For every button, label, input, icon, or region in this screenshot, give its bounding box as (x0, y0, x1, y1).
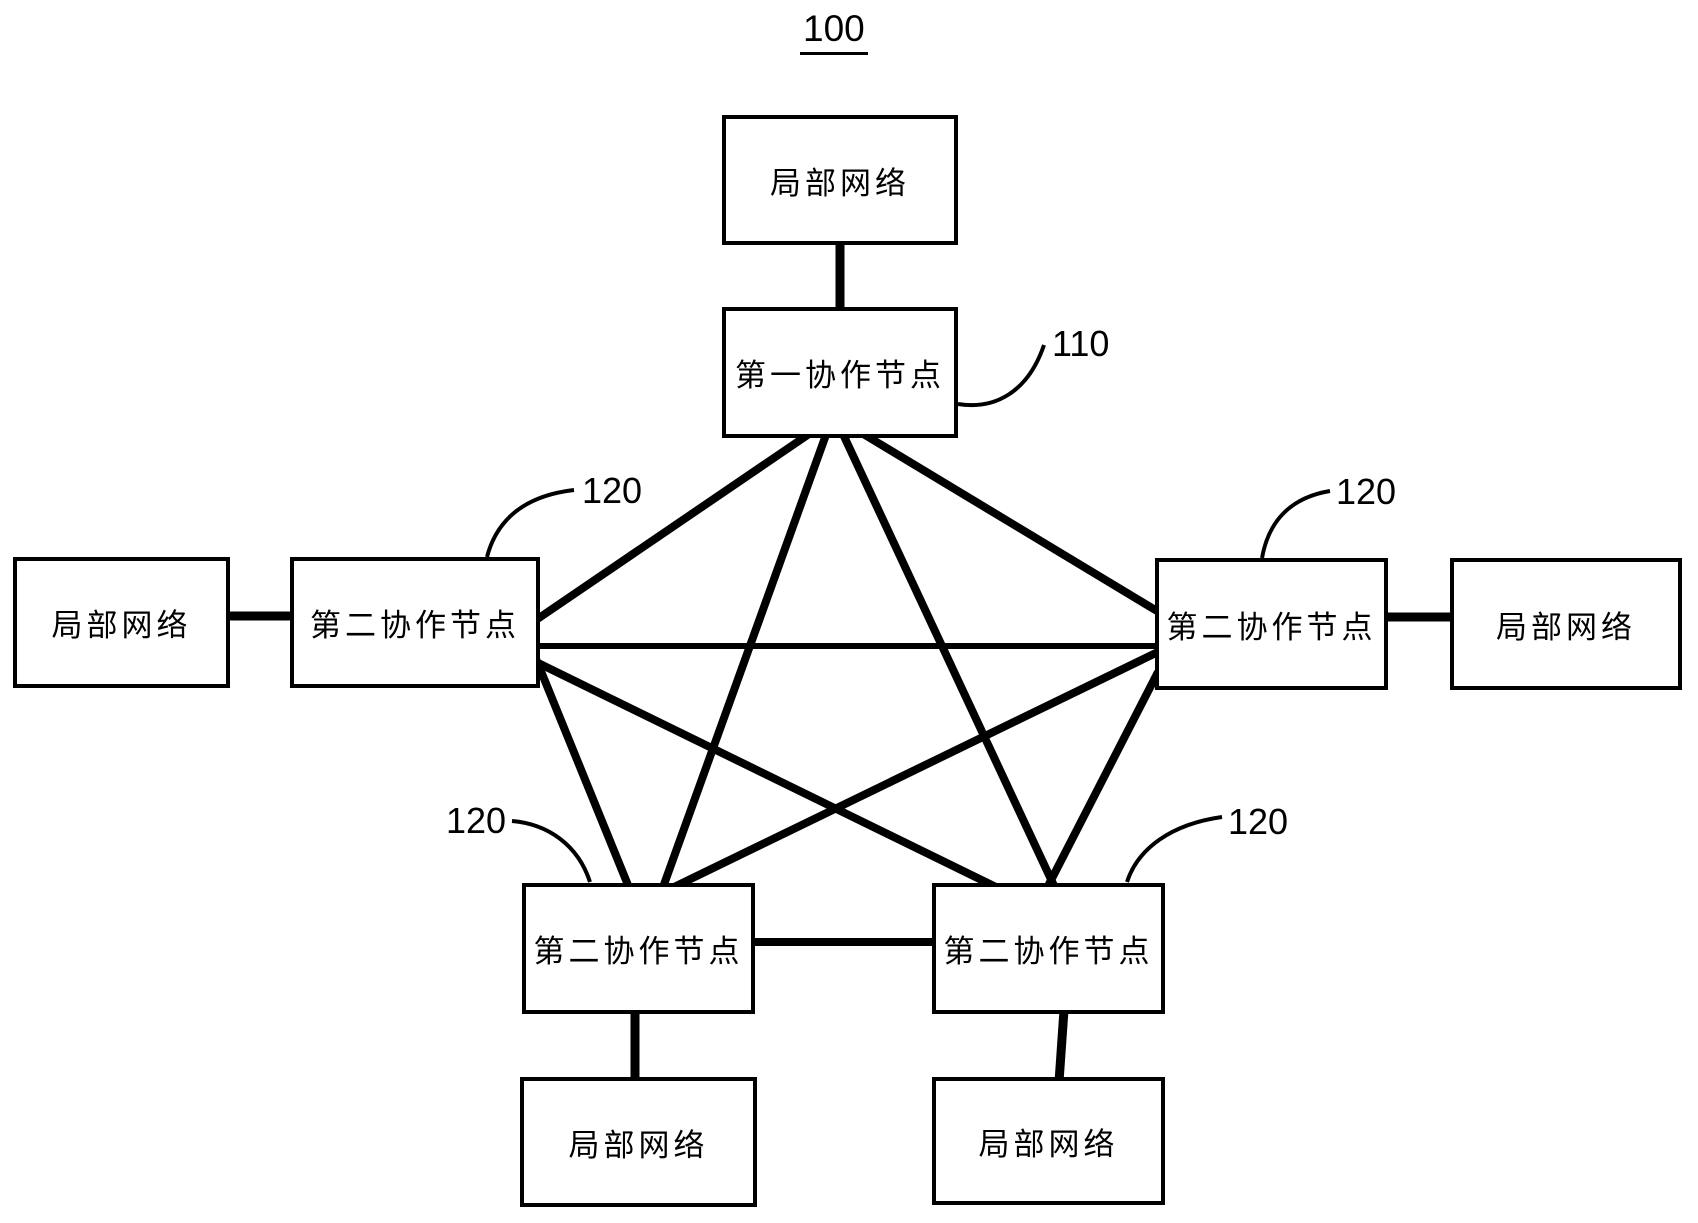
box-local-network-right-label: 局部网络 (1496, 609, 1636, 645)
box-first-coop-node: 第一协作节点 (722, 307, 958, 438)
box-local-network-bottomleft: 局部网络 (520, 1077, 757, 1207)
edge-first-to-left-node (533, 428, 815, 624)
box-second-coop-node-bottomleft: 第二协作节点 (522, 883, 755, 1014)
box-second-coop-node-bottomright: 第二协作节点 (932, 883, 1165, 1014)
box-local-network-left: 局部网络 (13, 557, 230, 688)
box-first-coop-node-label: 第一协作节点 (735, 358, 945, 393)
leader-120-right (1260, 489, 1331, 559)
box-local-network-bottomright: 局部网络 (932, 1077, 1165, 1205)
edge-left-to-bottomright-node (532, 657, 1004, 894)
box-second-coop-node-right-label: 第二协作节点 (1166, 609, 1377, 645)
connector-bottomright-localnet (1054, 1009, 1069, 1083)
edge-first-to-right-node (857, 428, 1165, 618)
leader-120-left (485, 488, 575, 558)
leader-lines (485, 344, 1331, 883)
edge-right-to-bottomright-node (1042, 670, 1162, 892)
edge-right-to-bottomleft-node (666, 646, 1164, 894)
figure-number: 100 (800, 8, 868, 55)
box-second-coop-node-bottomright-label: 第二协作节点 (943, 934, 1154, 969)
leader-120-bottomright (1125, 815, 1223, 883)
ref-120-right: 120 (1336, 471, 1397, 512)
box-second-coop-node-right: 第二协作节点 (1155, 558, 1388, 690)
box-second-coop-node-left-label: 第二协作节点 (310, 608, 520, 643)
box-local-network-top: 局部网络 (722, 115, 958, 245)
leader-110 (957, 344, 1046, 407)
ref-120-bottomright: 120 (1228, 801, 1289, 842)
edge-left-to-bottomleft-node (530, 652, 634, 892)
edge-first-to-bottomright-node (838, 430, 1060, 892)
box-local-network-bottomright-label: 局部网络 (978, 1126, 1119, 1162)
box-local-network-top-label: 局部网络 (770, 165, 910, 201)
box-local-network-bottomleft-label: 局部网络 (568, 1127, 709, 1163)
mesh-edges (530, 428, 1165, 946)
box-second-coop-node-bottomleft-label: 第二协作节点 (533, 934, 744, 969)
ref-120-bottomleft: 120 (446, 800, 507, 841)
edge-first-to-bottomleft-node (658, 430, 831, 892)
ref-120-left: 120 (582, 470, 643, 511)
box-local-network-right: 局部网络 (1450, 558, 1682, 690)
box-second-coop-node-left: 第二协作节点 (290, 557, 540, 688)
local-network-connectors (225, 240, 1455, 1083)
box-local-network-left-label: 局部网络 (51, 608, 192, 643)
ref-110: 110 (1052, 323, 1110, 364)
leader-120-bottomleft (511, 819, 592, 883)
